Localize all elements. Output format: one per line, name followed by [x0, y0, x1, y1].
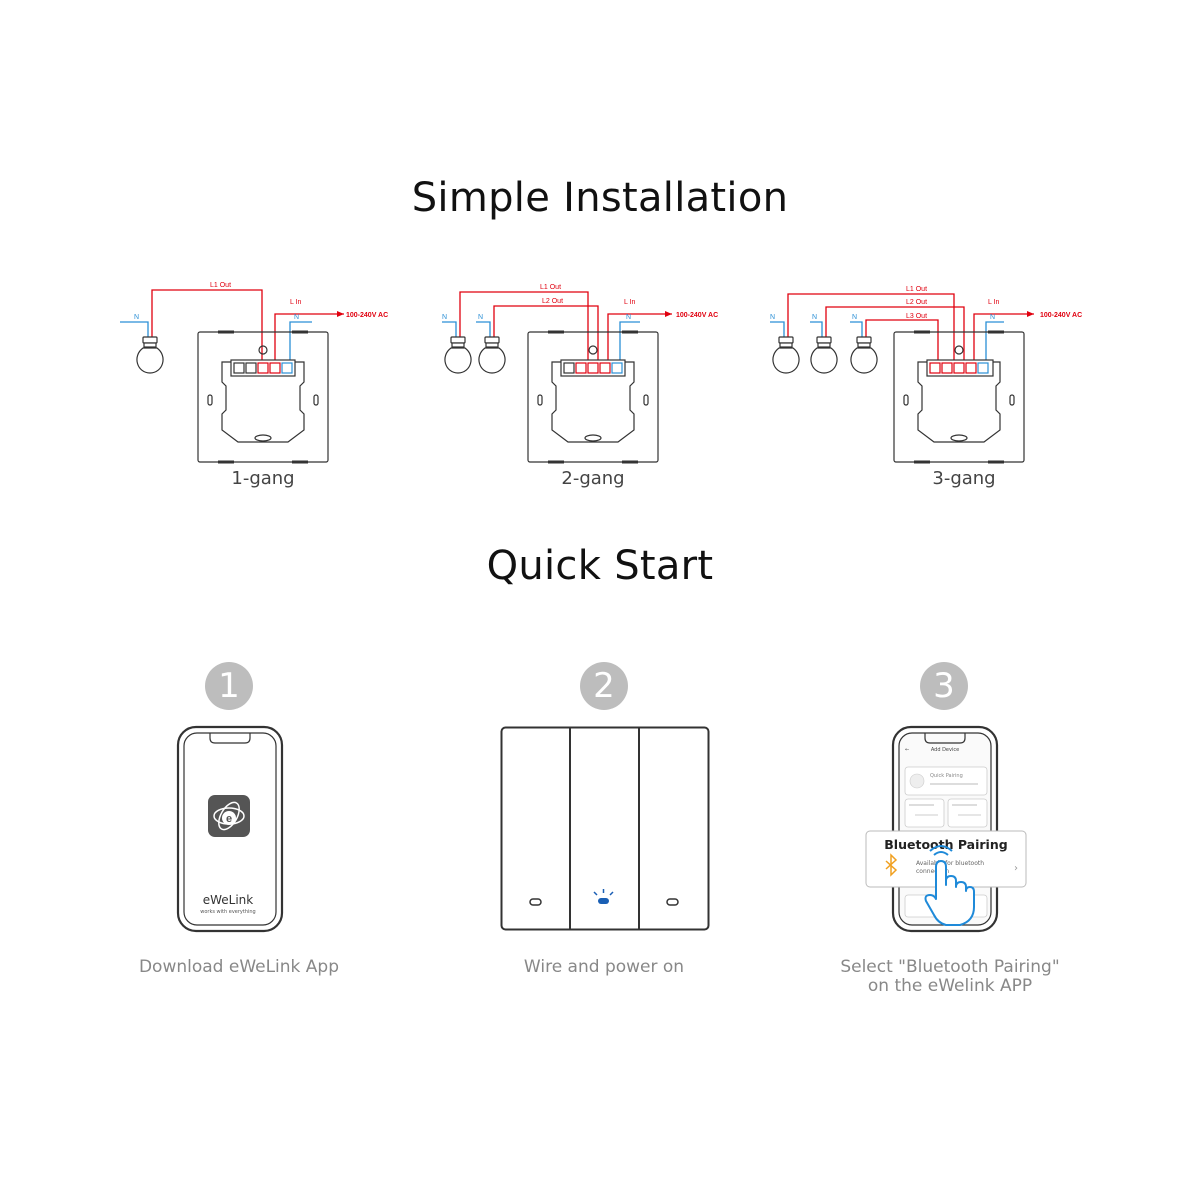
label-supply: 100-240V AC — [346, 312, 388, 319]
bluetooth-icon — [885, 853, 898, 877]
label-l-in: L In — [988, 299, 1000, 306]
label-neutral: N — [134, 314, 139, 321]
switch-backplate — [893, 330, 1025, 464]
indicator-led — [529, 898, 542, 906]
label-neutral: N — [990, 314, 995, 321]
wire-neutral-in — [289, 321, 312, 374]
wire-l1-out — [787, 293, 955, 374]
label-l3-out: L3 Out — [906, 313, 927, 320]
supply-arrow — [665, 311, 672, 317]
label-supply: 100-240V AC — [676, 312, 718, 319]
wire-l-in — [607, 313, 672, 374]
wire-neutral-lamp-1 — [770, 321, 785, 338]
wire-neutral-lamp-3 — [850, 321, 863, 338]
wire-l2-out — [825, 306, 965, 374]
bulb-icon — [444, 336, 472, 374]
installation-title: Simple Installation — [411, 175, 789, 221]
label-neutral: N — [442, 314, 447, 321]
wire-neutral-lamp-2 — [476, 321, 491, 338]
step-caption-3: Select "Bluetooth Pairing" on the eWelin… — [800, 958, 1100, 996]
wire-neutral-lamp-2 — [810, 321, 823, 338]
back-icon: ← — [905, 747, 909, 753]
gang-label-1: 1-gang — [231, 468, 295, 489]
bulb-icon — [850, 336, 878, 374]
label-neutral: N — [770, 314, 775, 321]
bulb-icon — [478, 336, 506, 374]
label-neutral: N — [294, 314, 299, 321]
label-l1-out: L1 Out — [540, 284, 561, 291]
bluetooth-pairing-popup: Bluetooth Pairing Available for bluetoot… — [865, 830, 1027, 888]
indicator-led — [666, 898, 679, 906]
wire-l-in — [973, 313, 1034, 374]
app-tagline: works with everything — [200, 909, 255, 915]
wiring-diagram-2-gang: L1 Out L2 Out L In 100-240V AC N N N — [442, 284, 718, 464]
step-caption-3-line1: Select "Bluetooth Pairing" — [840, 957, 1060, 977]
step-caption-3-line2: on the eWelink APP — [867, 976, 1033, 996]
gang-label-3: 3-gang — [932, 468, 996, 489]
gang-label-2: 2-gang — [561, 468, 625, 489]
label-l1-out: L1 Out — [210, 282, 231, 289]
label-neutral: N — [626, 314, 631, 321]
supply-arrow — [1027, 311, 1034, 317]
screen-title: Add Device — [931, 747, 959, 753]
label-neutral: N — [812, 314, 817, 321]
supply-arrow — [337, 311, 344, 317]
app-name: eWeLink — [203, 893, 254, 907]
wire-l2-out — [493, 305, 599, 374]
bulb-icon — [810, 336, 838, 374]
label-supply: 100-240V AC — [1040, 312, 1082, 319]
label-neutral: N — [852, 314, 857, 321]
wire-l3-out — [865, 319, 939, 374]
switch-front-illustration — [500, 726, 710, 931]
indicator-led-blinking — [593, 889, 614, 904]
label-l-in: L In — [290, 299, 302, 306]
step-number-2: 2 — [580, 662, 628, 710]
wire-neutral-in — [985, 321, 1004, 374]
bulb-icon — [136, 336, 164, 374]
quickstart-title: Quick Start — [486, 543, 714, 589]
tap-hand-icon — [924, 845, 975, 926]
wiring-diagram-3-gang: L1 Out L2 Out L3 Out L In 100-240V AC N … — [770, 286, 1082, 464]
wiring-diagram-1-gang: L1 Out L In 100-240V AC N N — [120, 282, 388, 464]
ewelink-logo-icon: e — [208, 795, 250, 837]
popup-subtitle-line2: connection — [916, 868, 949, 875]
switch-backplate — [197, 330, 329, 464]
popup-subtitle-line1: Available for bluetooth — [916, 860, 984, 867]
wire-neutral-in — [619, 321, 640, 374]
step-caption-2: Wire and power on — [523, 957, 685, 977]
wire-neutral-lamp — [120, 321, 149, 338]
svg-text:e: e — [226, 813, 232, 825]
label-l-in: L In — [624, 299, 636, 306]
step-number-1: 1 — [205, 662, 253, 710]
wire-neutral-lamp-1 — [442, 321, 457, 338]
step-caption-1: Download eWeLink App — [138, 957, 340, 977]
label-l1-out: L1 Out — [906, 286, 927, 293]
wire-l1-out — [459, 291, 589, 374]
screen-quick-pairing: Quick Pairing — [930, 773, 963, 779]
label-l2-out: L2 Out — [542, 298, 563, 305]
phone-ewelink-illustration: e eWeLink works with everything — [176, 725, 284, 933]
step-number-3: 3 — [920, 662, 968, 710]
wire-l-in — [274, 313, 344, 374]
popup-title: Bluetooth Pairing — [884, 837, 1007, 852]
phone-app-illustration: Add Device ← Quick Pairing Bluetooth Pai… — [865, 725, 1027, 933]
switch-backplate — [527, 330, 659, 464]
chevron-right-icon: › — [1014, 863, 1018, 874]
label-neutral: N — [478, 314, 483, 321]
label-l2-out: L2 Out — [906, 299, 927, 306]
bulb-icon — [772, 336, 800, 374]
